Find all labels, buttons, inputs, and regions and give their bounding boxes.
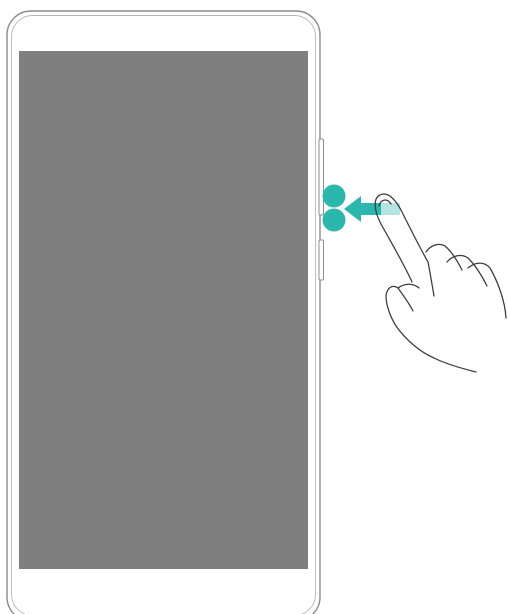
hand-back xyxy=(467,262,507,319)
press-dot-upper xyxy=(322,184,346,208)
side-buttons xyxy=(318,138,324,281)
ring-finger xyxy=(446,254,488,287)
index-finger xyxy=(374,193,429,283)
palm xyxy=(395,325,477,373)
phone-screen xyxy=(19,51,308,569)
thumb-crease xyxy=(397,287,414,312)
knuckle-line xyxy=(427,261,435,297)
fingernail xyxy=(378,199,392,207)
press-arrow-head xyxy=(344,196,361,222)
press-dot-lower xyxy=(322,208,346,232)
volume-key xyxy=(318,138,324,216)
thumb xyxy=(385,283,420,327)
double-press-indicator xyxy=(322,184,346,232)
power-key xyxy=(318,239,324,281)
press-arrow xyxy=(344,196,400,222)
middle-finger xyxy=(425,243,463,271)
pointing-hand xyxy=(374,193,507,373)
phone-inner-frame xyxy=(11,15,316,614)
